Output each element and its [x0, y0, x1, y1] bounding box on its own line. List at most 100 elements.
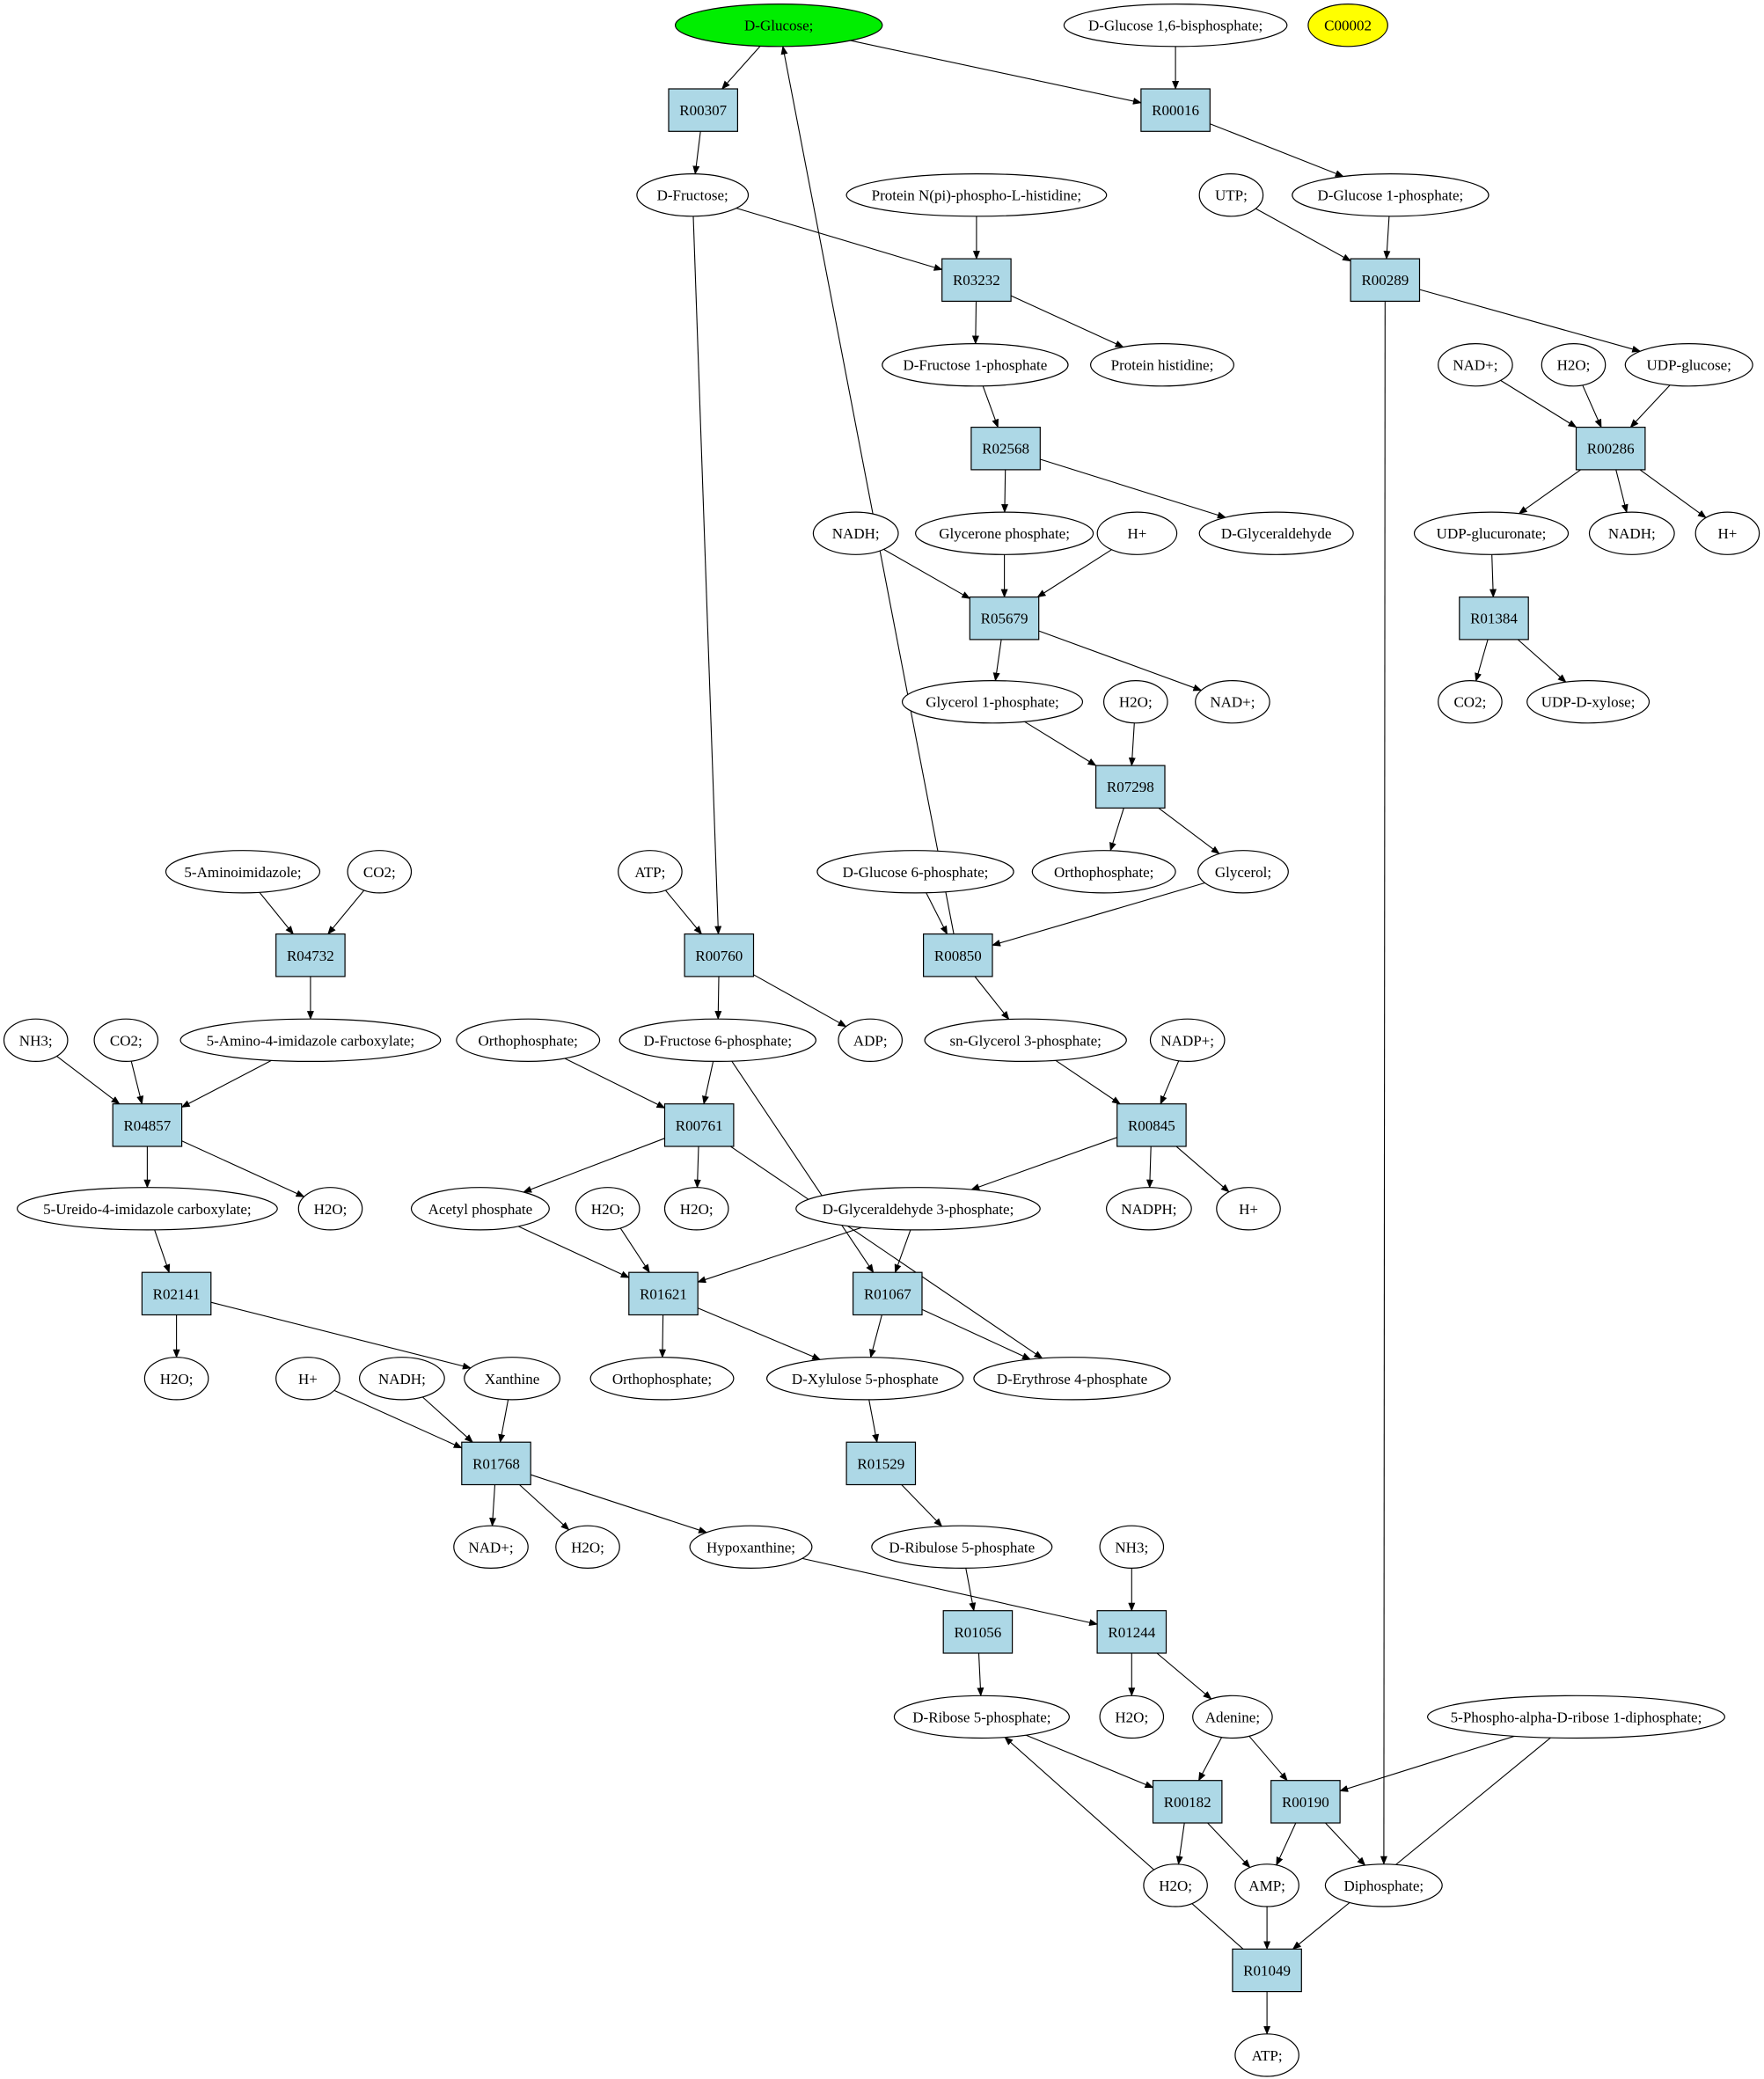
compound-node-c_nadh_a[interactable]: NADH;: [812, 511, 899, 555]
reaction-node-r_R00286[interactable]: R00286: [1575, 427, 1646, 471]
compound-node-c_nh3_a[interactable]: NH3;: [3, 1018, 69, 1063]
compound-node-c_nh3_b[interactable]: NH3;: [1099, 1525, 1165, 1570]
edge-r_R00760-to-c_f6p: [714, 976, 722, 1021]
node-label: NAD+;: [468, 1539, 513, 1556]
reaction-node-r_R01384[interactable]: R01384: [1459, 596, 1529, 641]
compound-node-c_fructose[interactable]: D-Fructose;: [636, 172, 750, 217]
compound-node-c_h2o_i[interactable]: H2O;: [1143, 1863, 1208, 1907]
compound-ellipse: [1096, 511, 1178, 555]
compound-node-c_udpglc[interactable]: UDP-glucose;: [1624, 343, 1753, 387]
compound-node-c_hypox[interactable]: Hypoxanthine;: [689, 1525, 813, 1570]
compound-node-c_ru5p[interactable]: D-Ribulose 5-phosphate: [871, 1525, 1053, 1570]
compound-node-c_acp[interactable]: Acetyl phosphate: [410, 1187, 550, 1231]
node-label: H+: [1717, 525, 1737, 542]
compound-node-c_utp[interactable]: UTP;: [1198, 172, 1264, 217]
compound-node-c_nadh_b[interactable]: NADH;: [1588, 511, 1675, 555]
reaction-node-r_R01056[interactable]: R01056: [942, 1610, 1014, 1654]
node-label: D-Fructose 6-phosphate;: [644, 1032, 793, 1049]
compound-node-c_h2o_b[interactable]: H2O;: [1103, 680, 1168, 724]
reaction-node-r_R04857[interactable]: R04857: [112, 1103, 183, 1147]
compound-node-c_h2o_d[interactable]: H2O;: [575, 1187, 640, 1231]
compound-node-c_h_b[interactable]: H+: [1694, 511, 1760, 555]
reaction-node-r_R02568[interactable]: R02568: [970, 427, 1041, 471]
compound-node-c_5ai[interactable]: 5-Aminoimidazole;: [165, 850, 321, 894]
compound-node-c_h2o_g[interactable]: H2O;: [555, 1525, 620, 1570]
compound-node-c_h2o_f[interactable]: H2O;: [143, 1357, 209, 1401]
compound-node-c_h2o_e[interactable]: H2O;: [663, 1187, 729, 1231]
compound-node-c_atp_a[interactable]: ATP;: [618, 850, 683, 894]
reaction-node-r_R00761[interactable]: R00761: [663, 1103, 735, 1147]
compound-node-c_udpglcA[interactable]: UDP-glucuronate;: [1413, 511, 1570, 555]
compound-node-c_c00002[interactable]: C00002: [1307, 4, 1388, 48]
compound-node-c_glycerol[interactable]: Glycerol;: [1197, 850, 1289, 894]
compound-node-c_h2o_h[interactable]: H2O;: [1099, 1695, 1165, 1739]
compound-node-c_gly1p[interactable]: Glycerol 1-phosphate;: [901, 680, 1084, 724]
compound-node-c_h2o_c[interactable]: H2O;: [297, 1187, 363, 1231]
compound-node-c_nadp[interactable]: NADP+;: [1149, 1018, 1226, 1063]
compound-node-c_prpp[interactable]: 5-Phospho-alpha-D-ribose 1-diphosphate;: [1426, 1695, 1725, 1739]
compound-node-c_h_c[interactable]: H+: [1216, 1187, 1281, 1231]
compound-node-c_x5p[interactable]: D-Xylulose 5-phosphate: [766, 1357, 964, 1401]
compound-node-c_glyp[interactable]: Glycerone phosphate;: [914, 511, 1094, 555]
compound-node-c_adp[interactable]: ADP;: [838, 1018, 904, 1063]
compound-node-c_r5p[interactable]: D-Ribose 5-phosphate;: [893, 1695, 1071, 1739]
compound-node-c_nadh_c[interactable]: NADH;: [359, 1357, 445, 1401]
reaction-node-r_R00190[interactable]: R00190: [1270, 1780, 1341, 1824]
reaction-node-r_R00289[interactable]: R00289: [1350, 258, 1421, 303]
compound-node-c_co2_b[interactable]: CO2;: [347, 850, 413, 894]
node-label: Orthophosphate;: [479, 1032, 578, 1049]
compound-node-c_5u4ic[interactable]: 5-Ureido-4-imidazole carboxylate;: [16, 1187, 278, 1231]
edge-c_5ai-to-r_R04732: [259, 891, 294, 935]
compound-node-c_5a4ic[interactable]: 5-Amino-4-imidazole carboxylate;: [179, 1018, 442, 1063]
reaction-node-r_R05679[interactable]: R05679: [969, 596, 1040, 641]
compound-node-c_glucose[interactable]: D-Glucose;: [675, 4, 883, 48]
compound-node-c_co2_a[interactable]: CO2;: [1438, 680, 1503, 724]
compound-ellipse: [1526, 680, 1651, 724]
reaction-node-r_R04732[interactable]: R04732: [275, 933, 346, 977]
compound-node-c_ortho_a[interactable]: Orthophosphate;: [1031, 850, 1176, 894]
compound-node-c_g16bp[interactable]: D-Glucose 1,6-bisphosphate;: [1063, 4, 1288, 48]
compound-node-c_adenine[interactable]: Adenine;: [1192, 1695, 1273, 1739]
compound-node-c_protnphis[interactable]: Protein N(pi)-phospho-L-histidine;: [845, 172, 1108, 217]
compound-node-c_nad_c[interactable]: NAD+;: [453, 1525, 529, 1570]
compound-node-c_atp_b[interactable]: ATP;: [1234, 2033, 1299, 2077]
reaction-node-r_R07298[interactable]: R07298: [1094, 765, 1166, 809]
reaction-node-r_R00016[interactable]: R00016: [1140, 88, 1211, 132]
compound-node-c_ortho_b[interactable]: Orthophosphate;: [456, 1018, 601, 1063]
reaction-node-r_R00845[interactable]: R00845: [1116, 1103, 1187, 1147]
compound-node-c_f6p[interactable]: D-Fructose 6-phosphate;: [618, 1018, 817, 1063]
reaction-node-r_R00182[interactable]: R00182: [1152, 1780, 1223, 1824]
compound-node-c_diphos[interactable]: Diphosphate;: [1324, 1863, 1443, 1907]
reaction-node-r_R01621[interactable]: R01621: [628, 1271, 699, 1316]
compound-node-c_nadph[interactable]: NADPH;: [1105, 1187, 1192, 1231]
reaction-node-r_R01049[interactable]: R01049: [1232, 1948, 1302, 1993]
compound-node-c_h_a[interactable]: H+: [1096, 511, 1178, 555]
compound-node-c_ga3p[interactable]: D-Glyceraldehyde 3-phosphate;: [795, 1187, 1041, 1231]
compound-node-c_amp[interactable]: AMP;: [1234, 1863, 1299, 1907]
compound-node-c_nad_b[interactable]: NAD+;: [1195, 680, 1270, 724]
reaction-node-r_R02141[interactable]: R02141: [141, 1271, 212, 1316]
reaction-node-r_R00760[interactable]: R00760: [684, 933, 755, 977]
compound-node-c_e4p[interactable]: D-Erythrose 4-phosphate: [973, 1357, 1171, 1401]
compound-node-c_dglyald[interactable]: D-Glyceraldehyde: [1198, 511, 1354, 555]
reaction-node-r_R03232[interactable]: R03232: [941, 258, 1012, 303]
compound-node-c_prothis[interactable]: Protein histidine;: [1089, 343, 1234, 387]
compound-node-c_g6p[interactable]: D-Glucose 6-phosphate;: [816, 850, 1014, 894]
compound-node-c_h2o_a[interactable]: H2O;: [1541, 343, 1607, 387]
compound-node-c_f1p[interactable]: D-Fructose 1-phosphate: [882, 343, 1069, 387]
node-label: D-Erythrose 4-phosphate: [997, 1371, 1147, 1387]
compound-node-c_nad_a[interactable]: NAD+;: [1438, 343, 1513, 387]
compound-node-c_h_d[interactable]: H+: [275, 1357, 340, 1401]
reaction-node-r_R01768[interactable]: R01768: [461, 1441, 531, 1486]
compound-node-c_g1p[interactable]: D-Glucose 1-phosphate;: [1292, 172, 1490, 217]
compound-node-c_xanthine[interactable]: Xanthine: [464, 1357, 560, 1401]
reaction-node-r_R01529[interactable]: R01529: [845, 1441, 917, 1486]
reaction-node-r_R00850[interactable]: R00850: [922, 933, 993, 977]
compound-node-c_udpxyl[interactable]: UDP-D-xylose;: [1526, 680, 1651, 724]
compound-node-c_co2_c[interactable]: CO2;: [93, 1018, 159, 1063]
reaction-node-r_R00307[interactable]: R00307: [668, 88, 739, 132]
reaction-node-r_R01244[interactable]: R01244: [1096, 1610, 1167, 1654]
compound-node-c_sngly3p[interactable]: sn-Glycerol 3-phosphate;: [924, 1018, 1127, 1063]
reaction-node-r_R01067[interactable]: R01067: [852, 1271, 923, 1316]
compound-node-c_ortho_c[interactable]: Orthophosphate;: [589, 1357, 735, 1401]
